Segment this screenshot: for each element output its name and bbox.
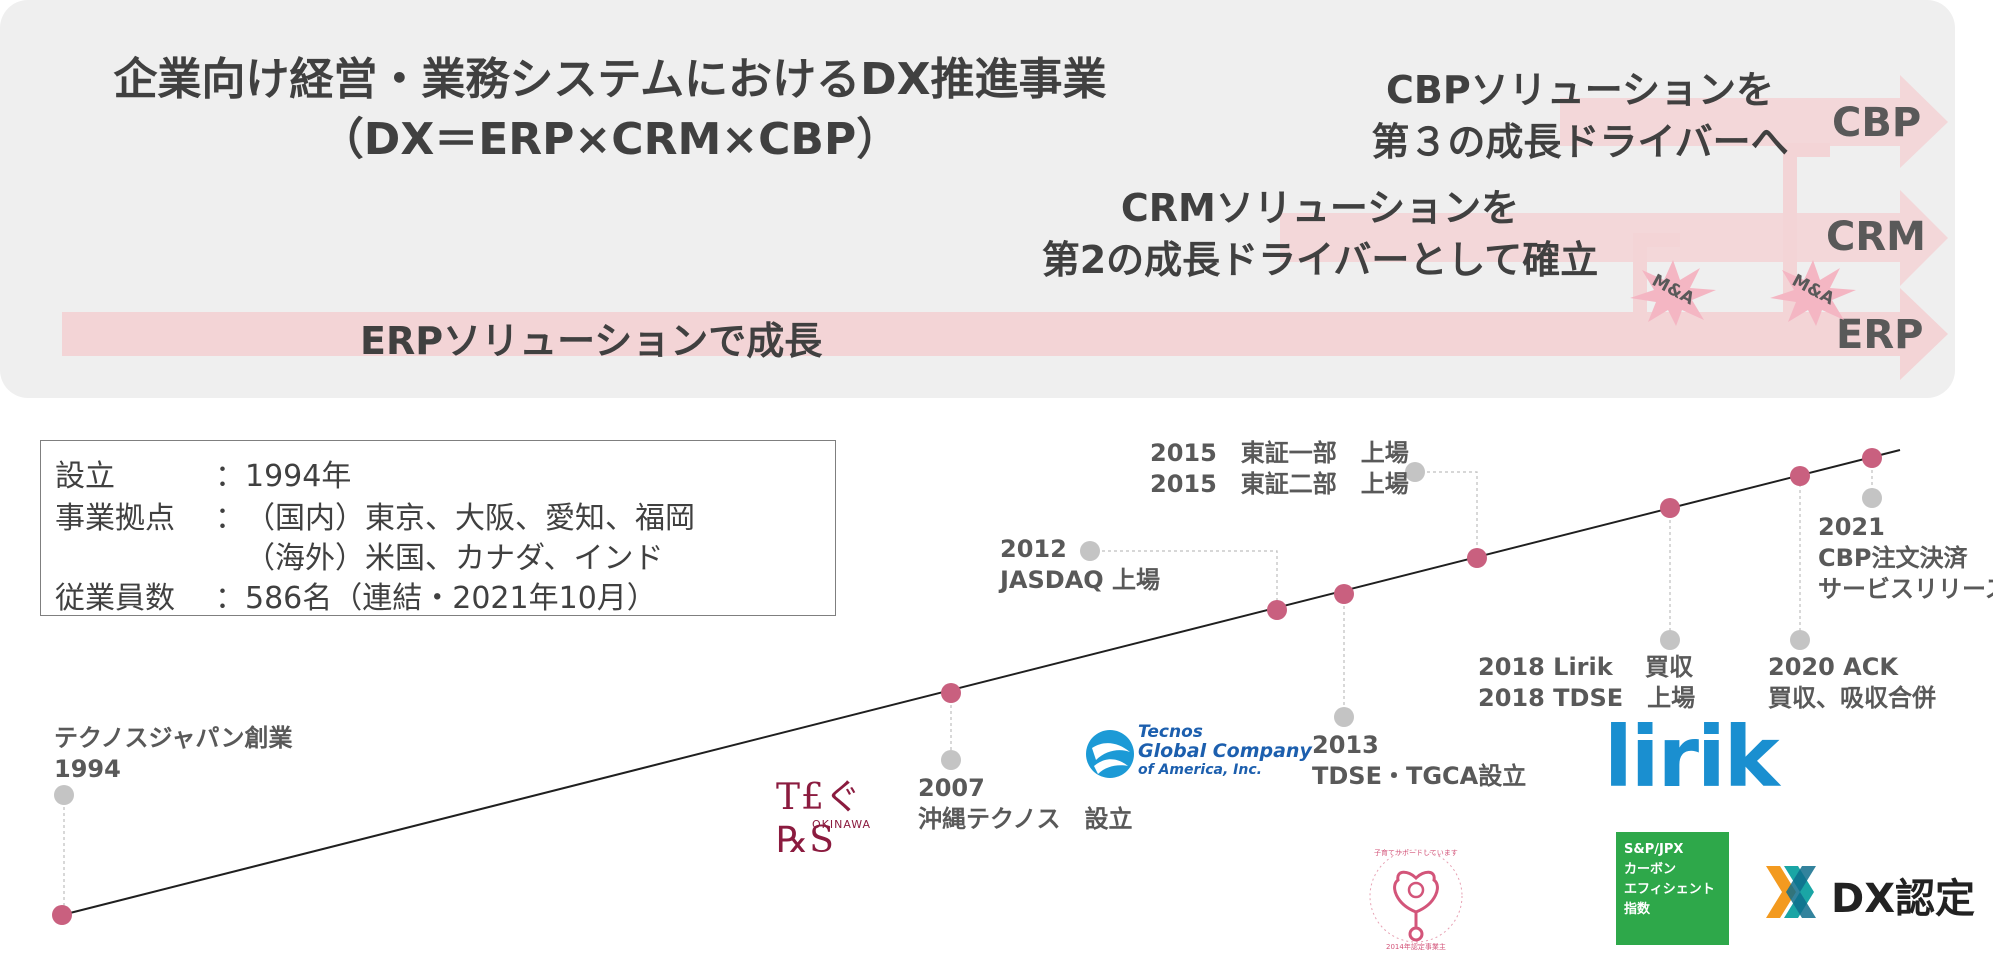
kurumin-logo: 子育てサポートしています 2014年認定事業主 xyxy=(1356,846,1476,956)
event-1994: テクノスジャパン創業 1994 xyxy=(54,723,293,785)
event-2012: 2012 JASDAQ 上場 xyxy=(1000,534,1160,596)
dx-x-icon xyxy=(1766,866,1816,918)
dot-2012 xyxy=(1267,600,1287,620)
established-label: 設立 xyxy=(55,459,115,494)
kurumin-text: 子育てサポートしています xyxy=(1374,849,1458,857)
dot-2013 xyxy=(1334,584,1354,604)
sp-line-3: エフィシェント xyxy=(1624,882,1715,897)
event-2007-line-2: 沖縄テクノス 設立 xyxy=(918,805,1133,833)
sp-line-1: S&P/JPX xyxy=(1624,842,1684,857)
event-2018-line-2: 2018 TDSE 上場 xyxy=(1478,684,1696,712)
tgca-line-3: of America, Inc. xyxy=(1138,762,1262,778)
label-dots xyxy=(54,462,1882,805)
title-line-2: （DX＝ERP×CRM×CBP） xyxy=(319,114,901,165)
event-1994-line-1: テクノスジャパン創業 xyxy=(54,724,293,752)
dot-2018 xyxy=(1660,498,1680,518)
employees-value: ：586名（連結・2021年10月） xyxy=(215,581,657,616)
dot-1994 xyxy=(52,905,72,925)
erp-arrow xyxy=(62,288,1948,380)
dot-2015 xyxy=(1467,548,1487,568)
connector-2 xyxy=(1783,143,1830,312)
crm-arrow xyxy=(1280,190,1948,286)
crm-label: CRM xyxy=(1826,214,1926,260)
event-2018-line-1: 2018 Lirik 買収 xyxy=(1478,653,1694,681)
milestone-dots xyxy=(52,448,1882,925)
dot-2021 xyxy=(1862,448,1882,468)
event-2013-line-2: TDSE・TGCA設立 xyxy=(1312,762,1527,790)
ma-badge-1: M&A xyxy=(1628,258,1718,328)
event-2015-line-1: 2015 東証一部 上場 xyxy=(1150,439,1409,467)
erp-caption: ERPソリューションで成長 xyxy=(360,319,823,363)
event-2020-line-2: 買収、吸収合併 xyxy=(1768,684,1936,712)
tgca-line-1: Tecnos xyxy=(1138,722,1203,742)
cbp-caption-line-1: CBPソリューションを xyxy=(1386,68,1774,112)
event-2015: 2015 東証一部 上場 2015 東証二部 上場 xyxy=(1150,438,1409,500)
erp-label: ERP xyxy=(1836,312,1924,358)
kurumin-mark-icon xyxy=(1369,849,1463,943)
bases-overseas: （海外）米国、カナダ、インド xyxy=(245,541,664,576)
tgca-line-2: Global Company xyxy=(1138,740,1312,762)
okinawa-sub: OKINAWA xyxy=(812,818,872,831)
event-1994-line-2: 1994 xyxy=(54,755,121,783)
globe-icon xyxy=(1086,730,1134,778)
company-info-box: 設立 ：1994年 事業拠点 ： （国内）東京、大阪、愛知、福岡 （海外）米国、… xyxy=(40,440,836,616)
dot-2007 xyxy=(941,683,961,703)
dot-2020 xyxy=(1790,466,1810,486)
connector-1 xyxy=(1633,233,1680,312)
crm-caption-line-2: 第2の成長ドライバーとして確立 xyxy=(1041,238,1599,282)
event-2007: 2007 沖縄テクノス 設立 xyxy=(918,773,1133,835)
bases-label: 事業拠点 xyxy=(55,501,175,536)
bases-separator: ： xyxy=(215,501,245,536)
okinawa-mark: T£ぐ℞S xyxy=(776,777,862,861)
event-2021-line-1: 2021 xyxy=(1818,513,1885,541)
sp-line-4: 指数 xyxy=(1624,902,1651,917)
lirik-logo: lirik xyxy=(1604,708,1780,806)
cbp-caption: CBPソリューションを 第３の成長ドライバーへ xyxy=(1360,64,1800,168)
starburst-icon xyxy=(1630,260,1716,326)
cbp-arrow xyxy=(1560,75,1948,168)
bases-domestic: （国内）東京、大阪、愛知、福岡 xyxy=(245,501,695,536)
ma-badge-2: M&A xyxy=(1768,258,1858,328)
cbp-label: CBP xyxy=(1832,100,1922,146)
established-value: ：1994年 xyxy=(215,459,352,494)
cbp-caption-line-2: 第３の成長ドライバーへ xyxy=(1371,120,1789,164)
event-2018: 2018 Lirik 買収 2018 TDSE 上場 xyxy=(1478,652,1695,714)
page-title: 企業向け経営・業務システムにおけるDX推進事業 （DX＝ERP×CRM×CBP） xyxy=(40,50,1180,170)
crm-caption-line-1: CRMソリューションを xyxy=(1120,186,1520,230)
event-2021: 2021 CBP注文決済 サービスリリース xyxy=(1818,512,1993,605)
starburst-icon xyxy=(1770,260,1856,326)
sp-line-2: カーボン xyxy=(1624,862,1677,877)
event-2020-line-1: 2020 ACK xyxy=(1768,653,1898,681)
event-2015-line-2: 2015 東証二部 上場 xyxy=(1150,470,1409,498)
crm-caption: CRMソリューションを 第2の成長ドライバーとして確立 xyxy=(1040,182,1600,286)
kurumin-year: 2014年認定事業主 xyxy=(1386,943,1446,951)
dx-certified-text: DX認定 xyxy=(1831,876,1976,922)
event-2021-line-3: サービスリリース xyxy=(1818,575,1993,603)
tgca-logo: Tecnos Global Company of America, Inc. xyxy=(1082,722,1312,792)
event-2007-line-1: 2007 xyxy=(918,774,985,802)
event-2020: 2020 ACK 買収、吸収合併 xyxy=(1768,652,1936,714)
event-2012-line-2: JASDAQ 上場 xyxy=(1000,566,1161,594)
growth-arrows xyxy=(62,75,1948,380)
dx-mark xyxy=(1766,866,1826,918)
event-2013-line-1: 2013 xyxy=(1312,731,1379,759)
title-line-1: 企業向け経営・業務システムにおけるDX推進事業 xyxy=(113,54,1107,105)
timeline-line xyxy=(61,449,1901,916)
leader-lines xyxy=(63,458,1873,912)
employees-label: 従業員数 xyxy=(55,581,175,616)
event-2012-line-1: 2012 xyxy=(1000,535,1067,563)
sp-jpx-carbon-badge: S&P/JPX カーボン エフィシェント 指数 xyxy=(1616,832,1729,945)
okinawa-tecnos-logo: T£ぐ℞S OKINAWA xyxy=(776,768,906,861)
event-2013: 2013 TDSE・TGCA設立 xyxy=(1312,730,1526,792)
event-2021-line-2: CBP注文決済 xyxy=(1818,544,1968,572)
